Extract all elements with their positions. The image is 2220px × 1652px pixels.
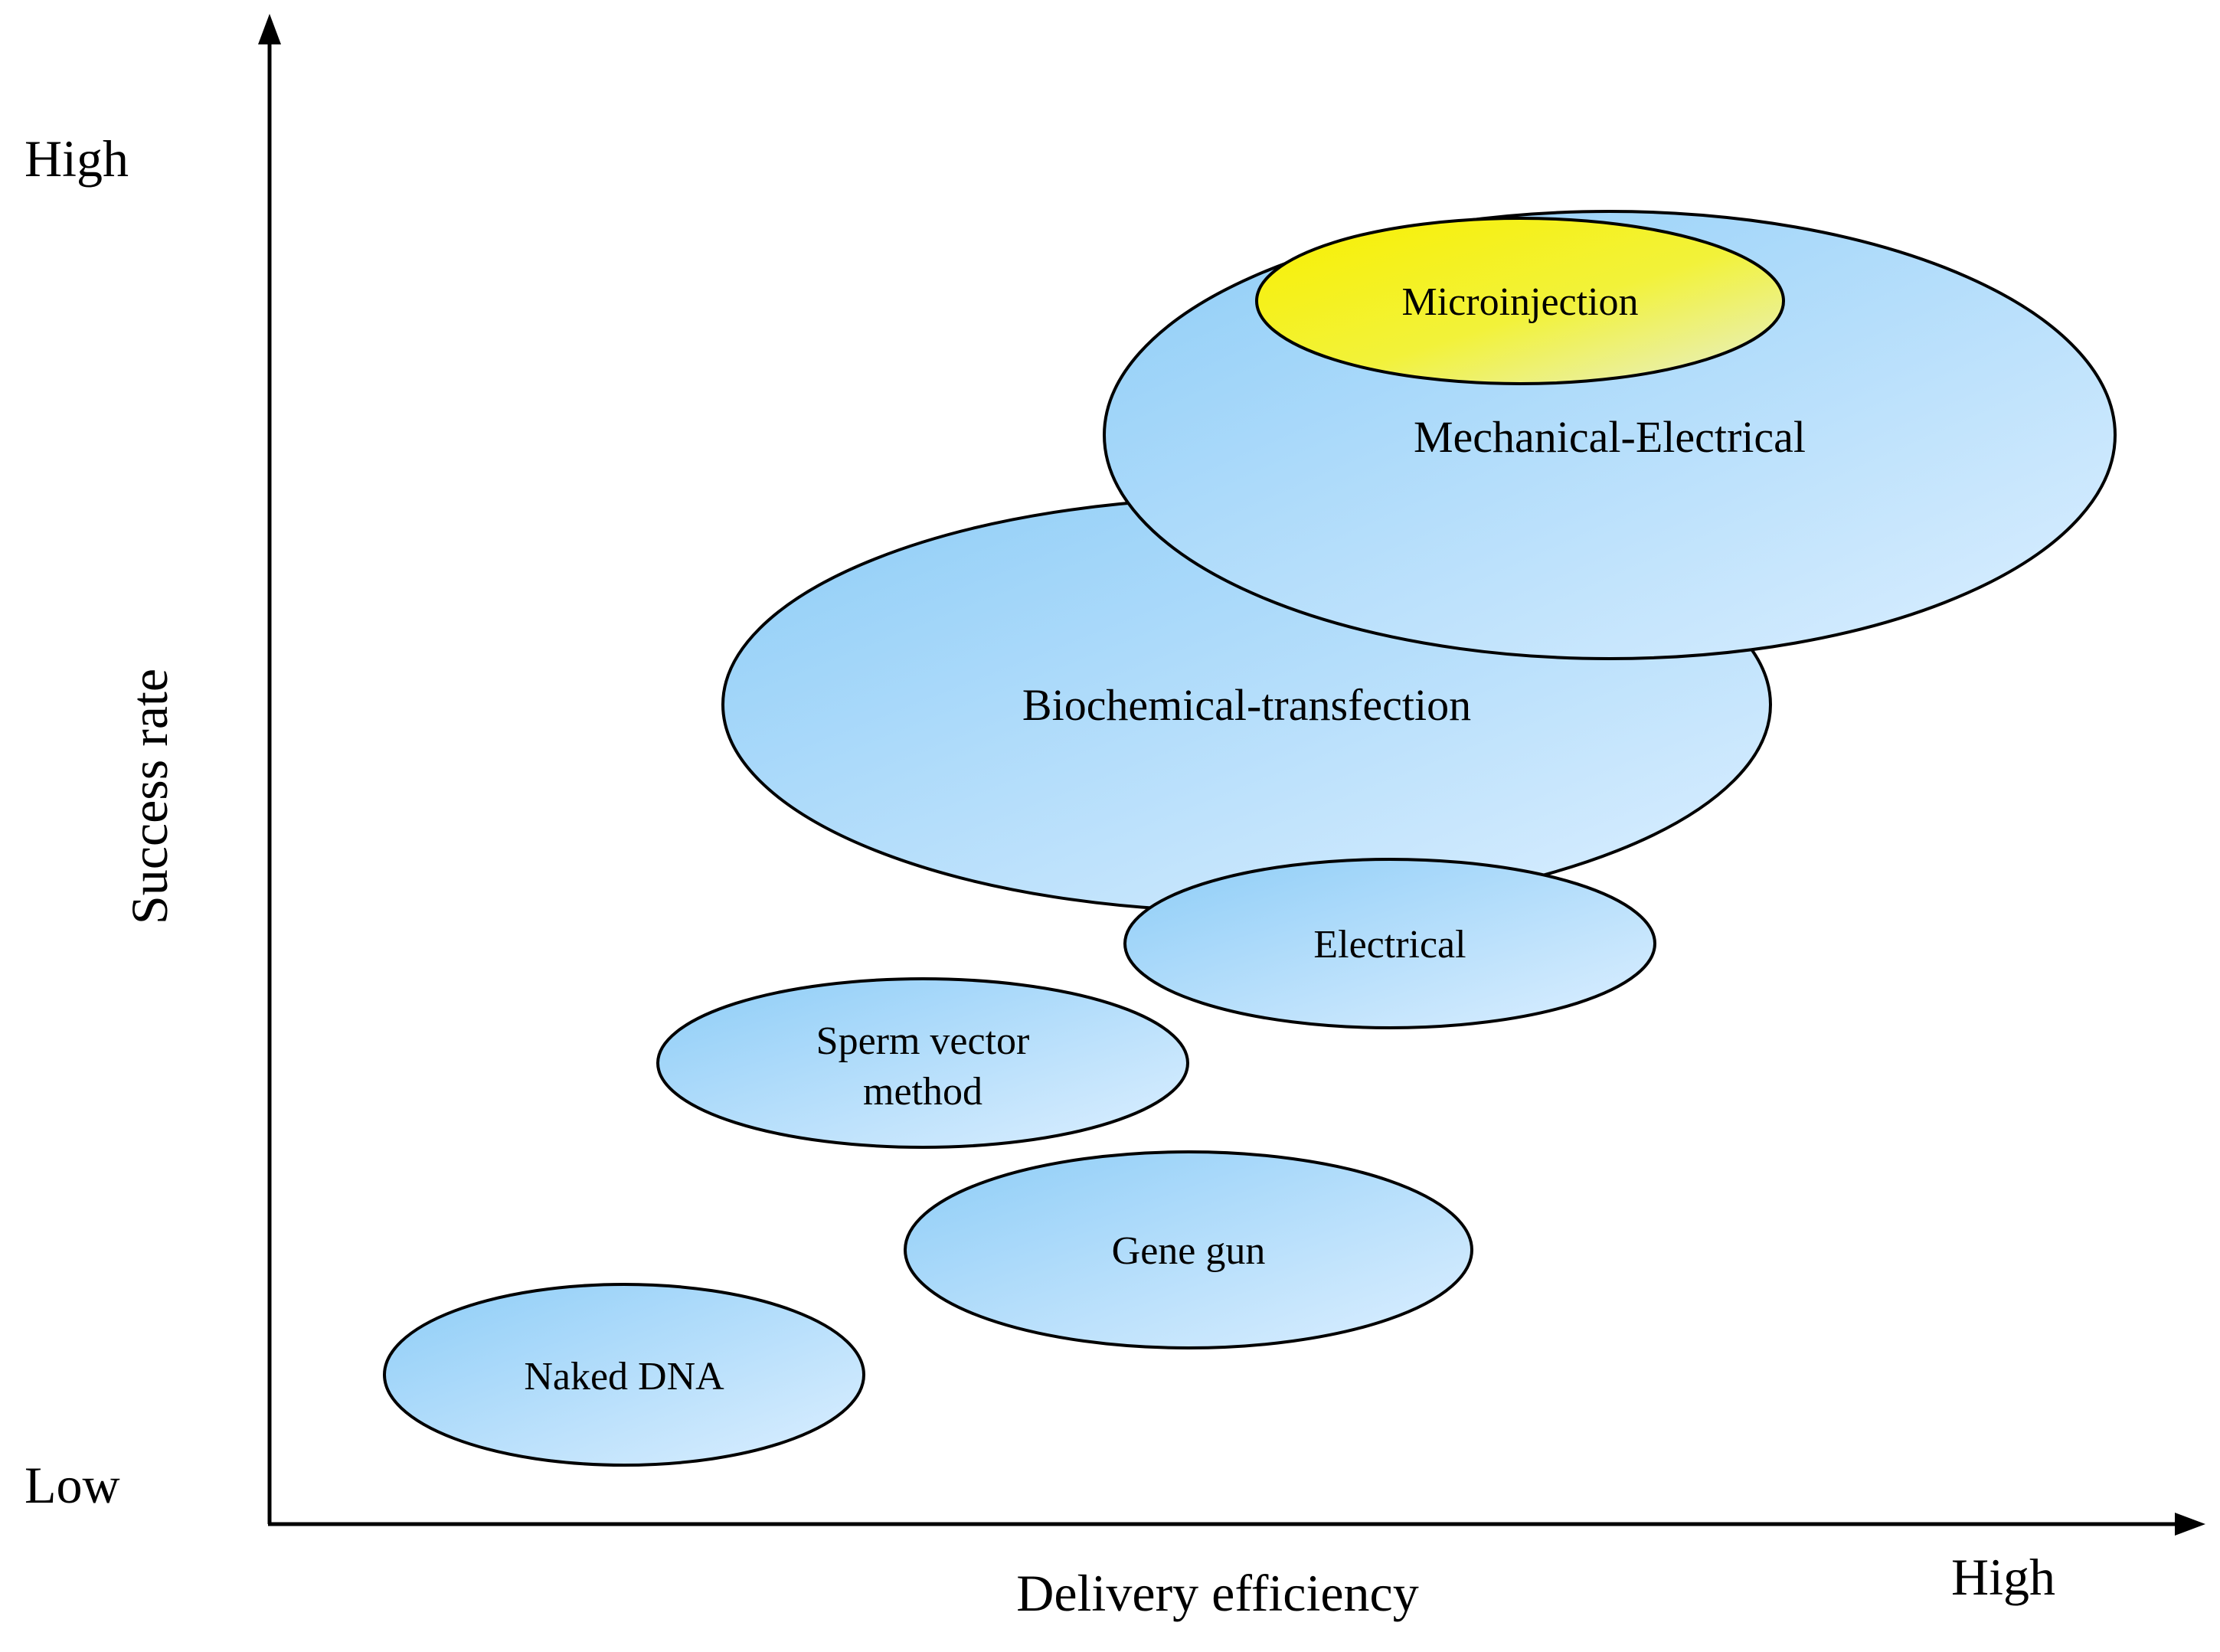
bubble-electrical-shape — [1123, 858, 1656, 1029]
y-high-label: High — [25, 129, 129, 188]
x-axis-title: Delivery efficiency — [1016, 1564, 1418, 1622]
bubble-microinjection: Microinjection — [1255, 217, 1785, 385]
bubble-naked-dna-label: Naked DNA — [524, 1355, 724, 1398]
x-high-label: High — [1951, 1548, 2055, 1606]
axes — [258, 14, 2205, 1536]
bubble-naked-dna: Naked DNA — [383, 1283, 865, 1467]
bubble-sperm-vector-label-line-1: Sperm vector — [816, 1019, 1030, 1063]
bubble-mechanical-electrical-label: Mechanical-Electrical — [1414, 412, 1806, 462]
y-axis-title: Success rate — [120, 669, 178, 924]
bubble-microinjection-label: Microinjection — [1401, 280, 1638, 324]
y-axis-arrow-icon — [258, 14, 281, 44]
bubble-sperm-vector-shape — [656, 977, 1189, 1149]
bubble-gene-gun-shape — [904, 1150, 1473, 1349]
y-low-label: Low — [25, 1456, 120, 1514]
bubble-gene-gun: Gene gun — [904, 1150, 1473, 1349]
x-axis-arrow-icon — [2175, 1513, 2205, 1536]
bubble-gene-gun-label: Gene gun — [1112, 1229, 1266, 1273]
bubble-microinjection-shape — [1255, 217, 1785, 385]
bubble-sperm-vector-label-line-2: method — [863, 1070, 982, 1114]
bubble-electrical-label: Electrical — [1313, 923, 1466, 967]
bubble-biochemical-label: Biochemical-transfection — [1022, 680, 1471, 730]
bubble-electrical: Electrical — [1123, 858, 1656, 1029]
bubble-naked-dna-shape — [383, 1283, 865, 1467]
bubble-sperm-vector: Sperm vector method — [656, 977, 1189, 1149]
